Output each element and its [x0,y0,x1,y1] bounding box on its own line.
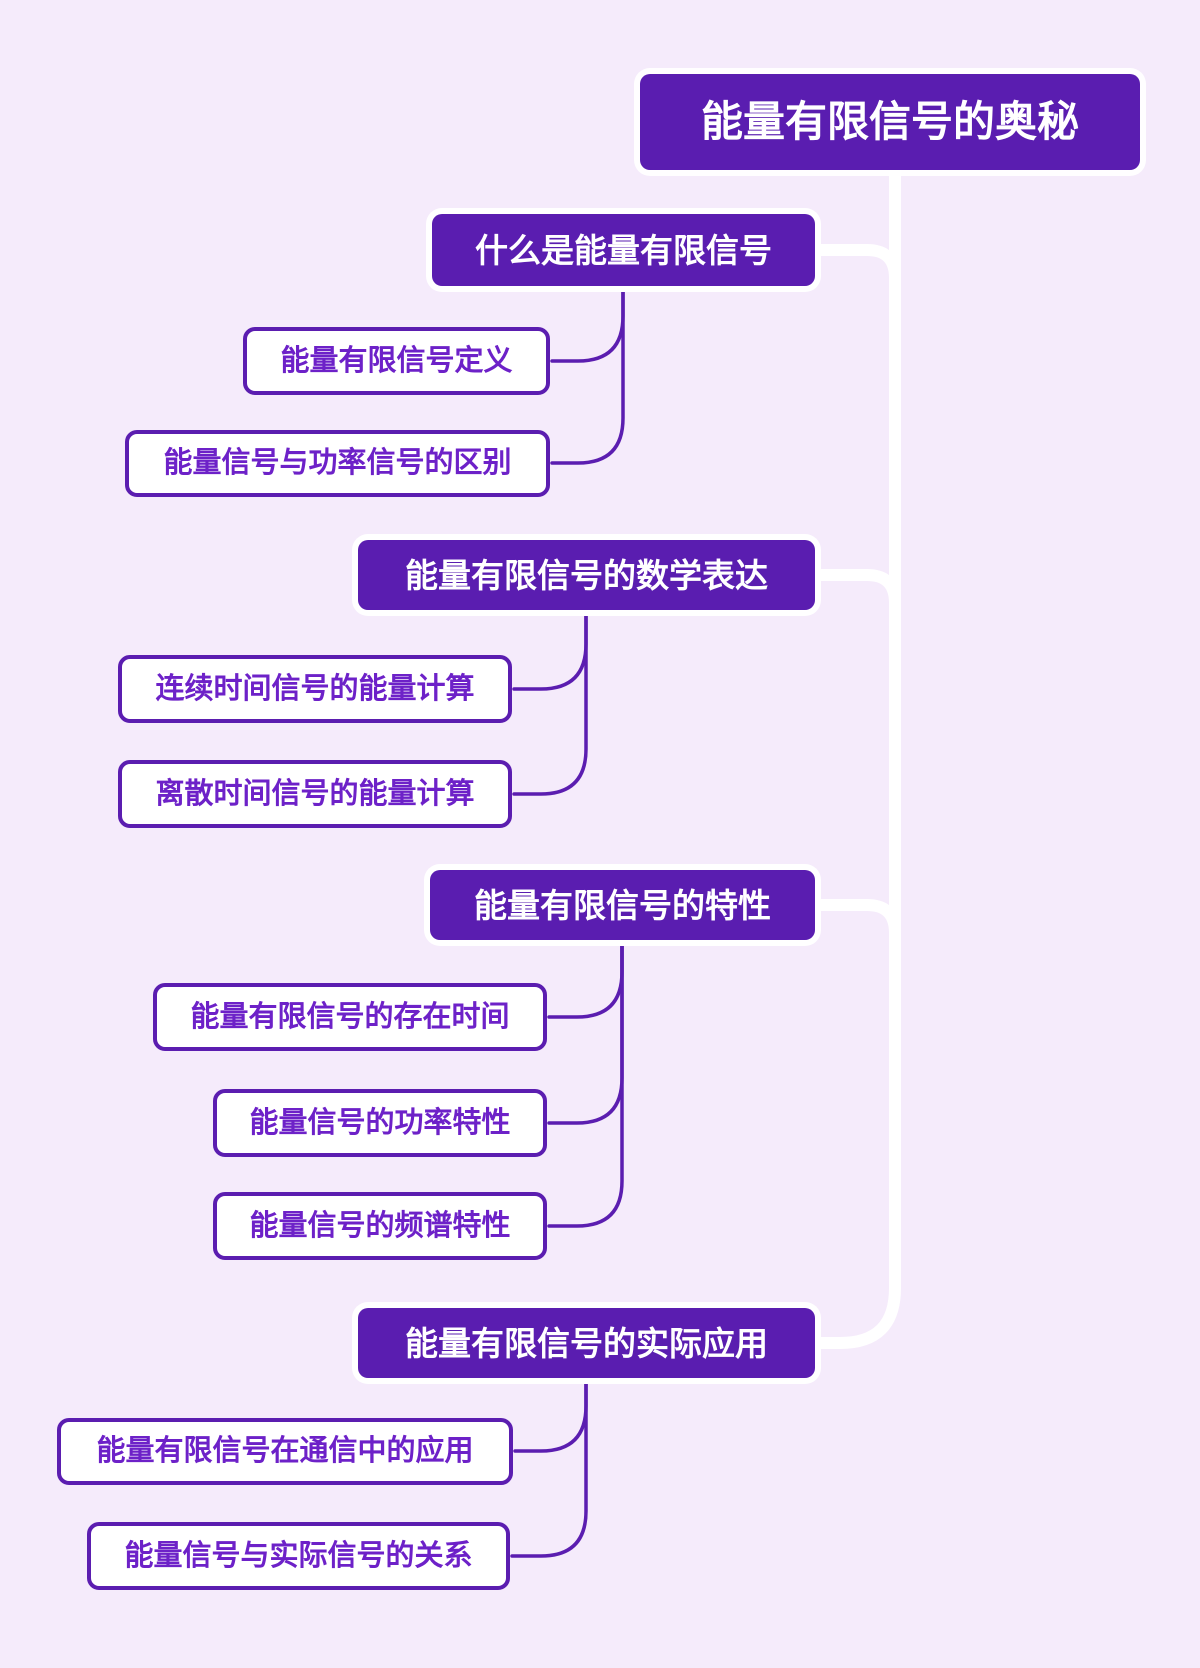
child-node-4-2: 能量信号与实际信号的关系 [87,1522,510,1590]
child-connectors [510,282,625,1558]
link-branch4-child1 [513,1374,588,1453]
spine-connectors [811,154,901,1349]
child-node-2-1: 连续时间信号的能量计算 [118,655,512,723]
branch-node-4: 能量有限信号的实际应用 [358,1308,815,1378]
link-branch4-child2 [510,1374,588,1558]
child-node-4-1: 能量有限信号在通信中的应用 [57,1418,513,1485]
branch-node-1: 什么是能量有限信号 [432,214,815,286]
spine-root-to-branch4 [812,154,901,1349]
spine-stub-branch3 [811,899,901,939]
child-node-1-2: 能量信号与功率信号的区别 [125,430,550,497]
child-node-1-1: 能量有限信号定义 [243,327,550,395]
child-node-3-1: 能量有限信号的存在时间 [153,983,547,1051]
link-branch2-child1 [512,606,588,691]
branch-node-3: 能量有限信号的特性 [430,870,815,940]
child-node-3-3: 能量信号的频谱特性 [213,1192,547,1260]
link-branch1-child1 [550,282,625,363]
link-branch3-child1 [547,936,624,1019]
link-branch3-child3 [547,936,624,1228]
spine-stub-branch2 [811,569,901,609]
child-node-2-2: 离散时间信号的能量计算 [118,760,512,828]
spine-stub-branch1 [811,244,901,284]
link-branch1-child2 [550,282,625,465]
child-node-3-2: 能量信号的功率特性 [213,1089,547,1157]
branch-node-2: 能量有限信号的数学表达 [358,540,815,610]
root-node: 能量有限信号的奥秘 [640,74,1140,170]
link-branch3-child2 [547,936,624,1125]
link-branch2-child2 [512,606,588,796]
